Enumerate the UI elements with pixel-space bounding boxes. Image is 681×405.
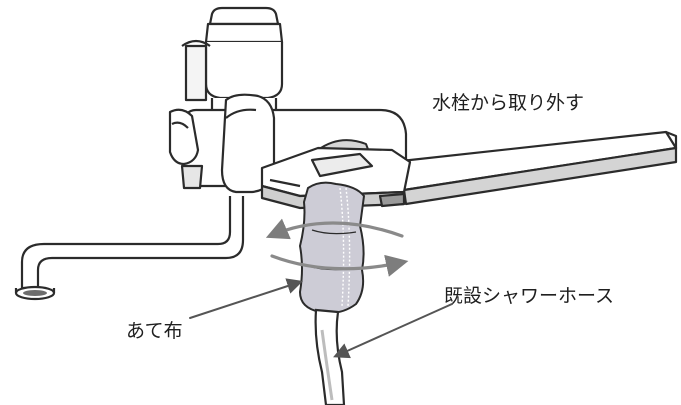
rotation-arrows	[265, 218, 409, 277]
cloth-wrap	[299, 181, 365, 314]
shower-hose	[314, 308, 346, 405]
cloth-label: あて布	[126, 320, 183, 342]
spout-pipe	[14, 196, 245, 301]
existing-shower-hose-label: 既設シャワーホース	[444, 285, 615, 307]
remove-from-faucet-label: 水栓から取り外す	[432, 92, 585, 114]
leader-lines	[189, 278, 453, 359]
wrench	[260, 130, 678, 210]
